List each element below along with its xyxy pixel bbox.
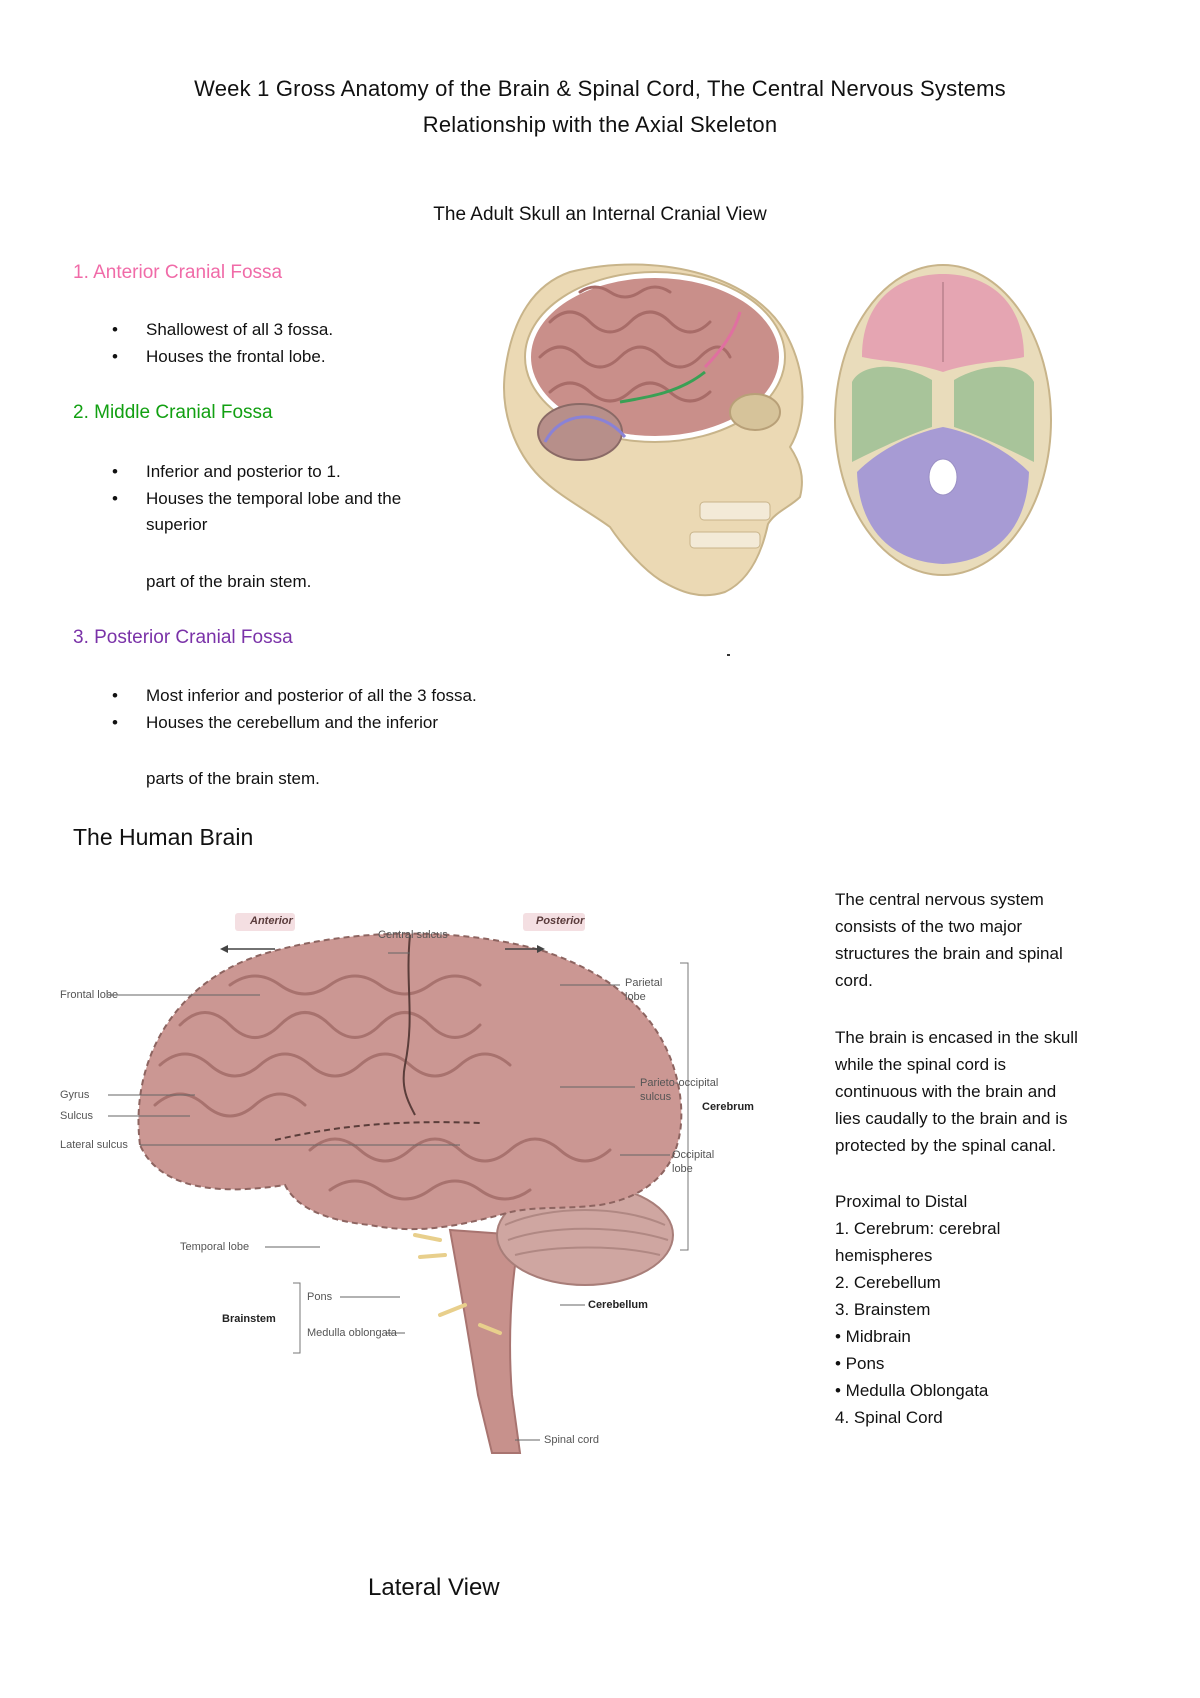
pons-label: Pons (307, 1291, 333, 1303)
cerebellum-label: Cerebellum (588, 1299, 648, 1311)
posterior-tag: Posterior (536, 915, 585, 927)
list-item: • Pons (835, 1354, 885, 1373)
brain-illustration (108, 913, 689, 1454)
text-line: protected by the spinal canal. (835, 1136, 1057, 1155)
bullet-item: •Most inferior and posterior of all the … (112, 686, 477, 705)
cns-paragraph-2: The brain is encased in the skull while … (835, 1024, 1078, 1159)
human-brain-heading: The Human Brain (73, 824, 254, 850)
list-item: • Medulla Oblongata (835, 1381, 989, 1400)
stray-mark (727, 654, 730, 656)
list-item: 4. Spinal Cord (835, 1408, 943, 1427)
frontal-lobe-label: Frontal lobe (60, 989, 119, 1001)
spinal-cord-label: Spinal cord (544, 1434, 600, 1446)
posterior-fossa-heading: 3. Posterior Cranial Fossa (73, 627, 293, 648)
parieto-occipital-label-2: sulcus (640, 1091, 672, 1103)
cranial-base-illustration (834, 264, 1052, 576)
text-line: cord. (835, 971, 873, 990)
list-title: Proximal to Distal (835, 1192, 968, 1211)
lateral-sulcus-label: Lateral sulcus (60, 1139, 128, 1151)
text-line: while the spinal cord is (835, 1055, 1007, 1074)
sulcus-label: Sulcus (60, 1110, 94, 1122)
cns-paragraph-1: The central nervous system consists of t… (835, 886, 1063, 994)
bullet-item: •Houses the cerebellum and the inferior (112, 713, 438, 732)
text-line: continuous with the brain and (835, 1082, 1057, 1101)
text-line: The brain is encased in the skull (835, 1028, 1078, 1047)
bullet-continuation: superior (146, 515, 208, 534)
list-item: hemispheres (835, 1246, 933, 1265)
central-sulcus-label: Central sulcus (378, 929, 448, 941)
cerebrum-label: Cerebrum (702, 1101, 754, 1113)
occipital-lobe-label-2: lobe (672, 1163, 693, 1175)
brain-lateral-figure: Anterior Posterior Central sulcus Fronta… (60, 905, 780, 1465)
occipital-lobe-label-1: Occipital (672, 1149, 715, 1161)
title-line-2: Relationship with the Axial Skeleton (422, 112, 778, 137)
anterior-tag: Anterior (250, 915, 293, 927)
lateral-view-caption: Lateral View (368, 1574, 500, 1601)
medulla-oblongata-label: Medulla oblongata (307, 1327, 397, 1339)
anterior-fossa-heading: 1. Anterior Cranial Fossa (73, 262, 283, 283)
bullet-item: •Inferior and posterior to 1. (112, 462, 341, 481)
proximal-distal-list: Proximal to Distal 1. Cerebrum: cerebral… (835, 1188, 1000, 1431)
parietal-lobe-label-1: Parietal (625, 977, 663, 989)
title-line-1: Week 1 Gross Anatomy of the Brain & Spin… (194, 76, 1006, 101)
list-item: 1. Cerebrum: cerebral (835, 1219, 1001, 1238)
brainstem-label: Brainstem (222, 1313, 276, 1325)
bullet-item: •Houses the frontal lobe. (112, 347, 326, 366)
parietal-lobe-label-2: lobe (625, 991, 646, 1003)
text-line: The central nervous system (835, 890, 1044, 909)
bullet-item: •Shallowest of all 3 fossa. (112, 320, 334, 339)
bullet-continuation: parts of the brain stem. (146, 769, 320, 788)
skull-heading: The Adult Skull an Internal Cranial View (433, 204, 767, 225)
skull-lateral-illustration (503, 263, 804, 597)
bullet-item: •Houses the temporal lobe and the (112, 489, 402, 508)
parieto-occipital-label-1: Parieto-occipital (640, 1077, 719, 1089)
list-item: 3. Brainstem (835, 1300, 931, 1319)
text-line: structures the brain and spinal (835, 944, 1063, 963)
list-item: • Midbrain (835, 1327, 911, 1346)
middle-fossa-heading: 2. Middle Cranial Fossa (73, 402, 273, 423)
temporal-lobe-label: Temporal lobe (180, 1241, 250, 1253)
bullet-continuation: part of the brain stem. (146, 572, 312, 591)
gyrus-label: Gyrus (60, 1089, 90, 1101)
text-line: lies caudally to the brain and is (835, 1109, 1068, 1128)
list-item: 2. Cerebellum (835, 1273, 941, 1292)
text-line: consists of the two major (835, 917, 1023, 936)
